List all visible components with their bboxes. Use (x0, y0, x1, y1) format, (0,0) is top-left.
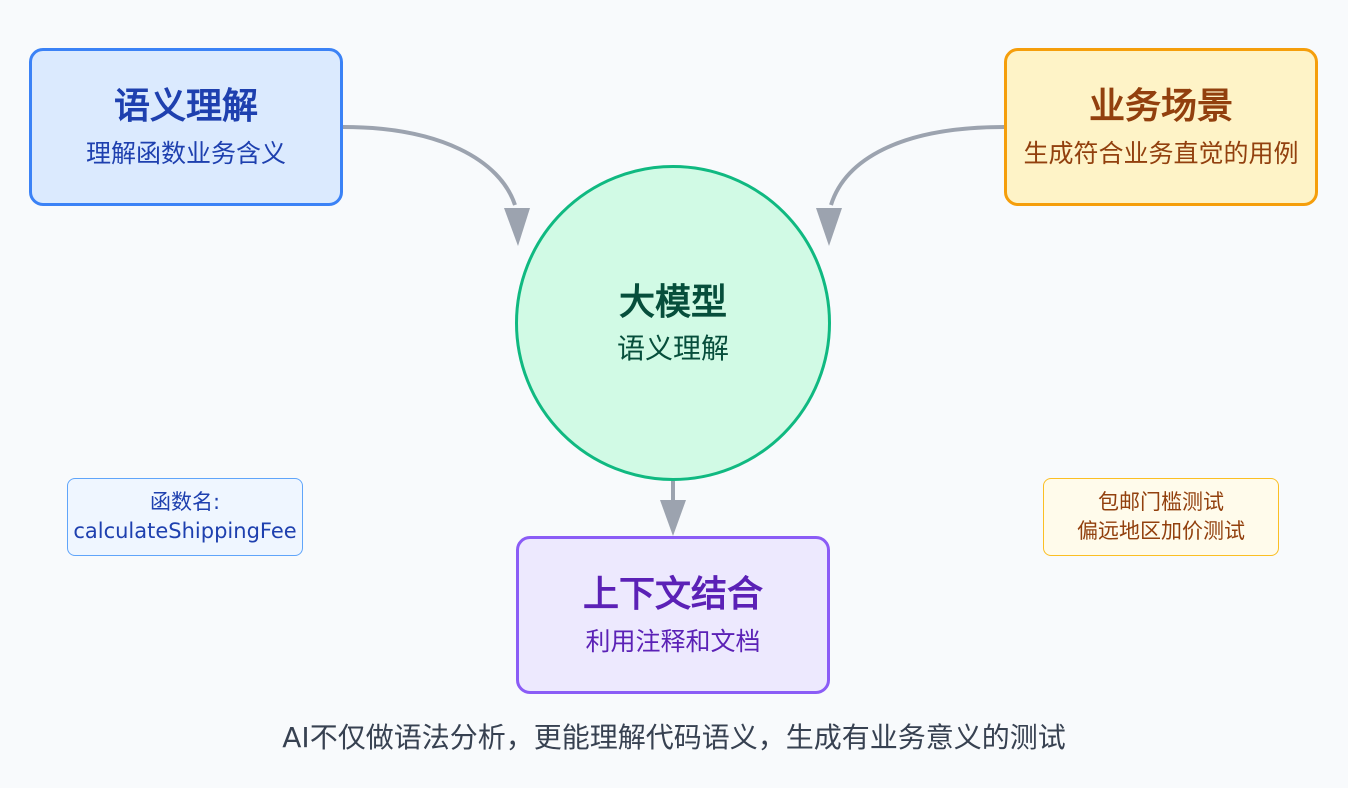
arrowhead-llm-to-context (660, 500, 686, 536)
test-case-remote-surcharge: 偏远地区加价测试 (1077, 519, 1245, 543)
function-name-value: calculateShippingFee (73, 519, 297, 543)
llm-title: 大模型 (618, 281, 727, 323)
arrow-business-to-llm (829, 125, 1005, 206)
semantic-understanding-node: 语义理解 理解函数业务含义 (29, 48, 343, 206)
arrow-semantic-to-llm (342, 125, 517, 206)
context-combination-node: 上下文结合 利用注释和文档 (516, 536, 830, 694)
semantic-title: 语义理解 (113, 86, 258, 128)
arrowhead-semantic-to-llm (504, 208, 530, 246)
business-scenario-node: 业务场景 生成符合业务直觉的用例 (1004, 48, 1318, 206)
function-name-label: 函数名: (149, 489, 221, 514)
business-title: 业务场景 (1088, 86, 1233, 128)
context-subtitle: 利用注释和文档 (585, 626, 761, 656)
test-cases-note: 包邮门槛测试 偏远地区加价测试 (1043, 478, 1279, 556)
llm-subtitle: 语义理解 (616, 331, 729, 365)
business-subtitle: 生成符合业务直觉的用例 (1023, 138, 1299, 168)
llm-node: 大模型 语义理解 (515, 165, 831, 481)
function-name-note: 函数名: calculateShippingFee (67, 478, 303, 556)
test-case-free-shipping: 包邮门槛测试 (1098, 489, 1224, 514)
diagram-caption: AI不仅做语法分析，更能理解代码语义，生成有业务意义的测试 (282, 721, 1066, 754)
context-title: 上下文结合 (582, 574, 763, 616)
arrowhead-business-to-llm (816, 208, 842, 246)
semantic-subtitle: 理解函数业务含义 (85, 138, 286, 168)
